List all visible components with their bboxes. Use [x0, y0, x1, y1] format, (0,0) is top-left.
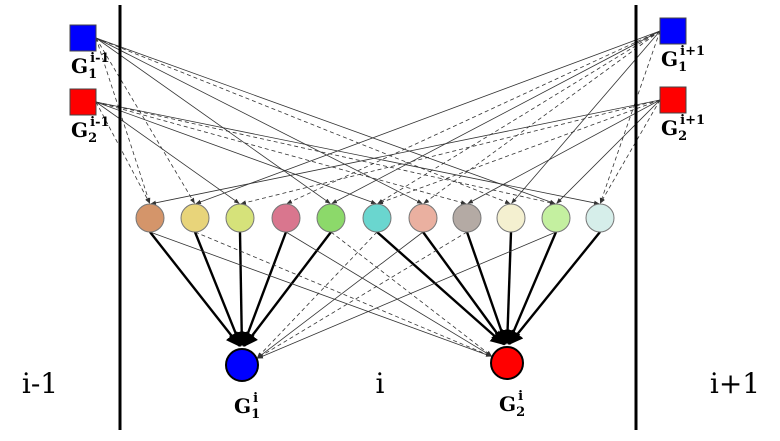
feature-node — [180, 203, 210, 233]
region-label-center: i — [376, 367, 385, 400]
feature-edge-thick — [500, 231, 515, 345]
context-node-g2_next — [659, 86, 687, 114]
feature-edge-thick — [243, 231, 332, 347]
context-edge — [599, 30, 661, 204]
context-node-g1_next — [659, 17, 687, 45]
feature-node — [135, 203, 165, 233]
region-label-right: i+1 — [710, 367, 760, 400]
feature-edge-cross — [194, 231, 492, 357]
context-edge — [377, 30, 661, 204]
context-edge — [150, 99, 661, 205]
context-edge — [331, 30, 661, 204]
context-edge — [195, 30, 661, 205]
context-edge — [600, 99, 661, 204]
node-label-g1_next: G1i+1 — [661, 44, 705, 75]
context-edge — [286, 30, 661, 204]
context-edge — [95, 37, 423, 204]
context-edge — [95, 37, 511, 205]
feature-edge-cross — [257, 231, 557, 359]
feature-node — [225, 203, 255, 233]
target-node-g1 — [225, 348, 259, 382]
feature-edge-cross — [149, 231, 492, 357]
node-label-g2_prev: G2i-1 — [71, 115, 110, 146]
context-node-g2_prev — [69, 88, 97, 116]
context-edge — [377, 99, 661, 205]
context-edge — [95, 37, 151, 204]
feature-edge-thick — [465, 231, 509, 345]
feature-edge-thick — [507, 231, 558, 345]
feature-node — [541, 203, 571, 233]
feature-node — [316, 203, 346, 233]
context-edge — [95, 101, 600, 205]
context-edge — [95, 101, 377, 205]
feature-node — [271, 203, 301, 233]
context-edge — [423, 30, 661, 204]
feature-edge-cross — [257, 231, 424, 359]
context-edge — [95, 101, 150, 204]
context-edge — [240, 99, 661, 205]
feature-node — [585, 203, 615, 233]
context-edge — [467, 99, 661, 204]
feature-node — [452, 203, 482, 233]
edges-layer — [95, 30, 661, 359]
feature-edge-thick — [508, 231, 601, 346]
context-edge — [95, 37, 556, 205]
feature-edge-cross — [285, 231, 492, 357]
feature-node — [362, 203, 392, 233]
feature-edge-thick — [376, 231, 506, 346]
context-node-g1_prev — [69, 24, 97, 52]
context-edge — [95, 37, 331, 204]
region-label-left: i-1 — [22, 367, 58, 400]
feature-edge-thick — [422, 231, 506, 345]
feature-edge-thick — [234, 231, 249, 347]
feature-edge-cross — [256, 231, 378, 358]
dividers-layer — [118, 5, 638, 430]
context-edge — [95, 101, 240, 204]
node-label-g1_prev: G1i-1 — [71, 51, 110, 82]
context-edge — [95, 101, 467, 205]
node-label-g1: G1i — [234, 391, 260, 422]
context-edge — [556, 99, 661, 204]
feature-edge-thick — [193, 231, 243, 347]
context-edge — [95, 101, 556, 205]
node-label-g2: G2i — [499, 389, 525, 420]
feature-edge-cross — [257, 231, 468, 359]
context-edge — [511, 30, 661, 204]
target-node-g2 — [490, 346, 524, 380]
feature-node — [408, 203, 438, 233]
feature-node — [496, 203, 526, 233]
feature-edge-thick — [149, 231, 241, 347]
node-label-g2_next: G2i+1 — [661, 113, 705, 144]
feature-edge-cross — [330, 231, 492, 357]
feature-edge-thick — [241, 231, 288, 347]
